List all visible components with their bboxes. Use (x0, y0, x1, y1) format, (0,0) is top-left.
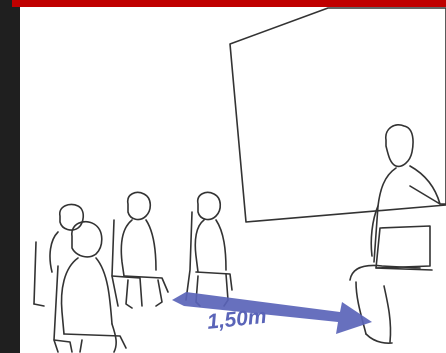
laptop (376, 226, 432, 270)
audience-person-3 (186, 192, 232, 306)
audience-person-0 (54, 222, 126, 352)
audience-person-1 (34, 204, 83, 306)
presenter-figure (350, 125, 446, 343)
audience-person-2 (112, 192, 168, 308)
projection-screen (230, 8, 446, 222)
distance-arrow (172, 292, 372, 334)
